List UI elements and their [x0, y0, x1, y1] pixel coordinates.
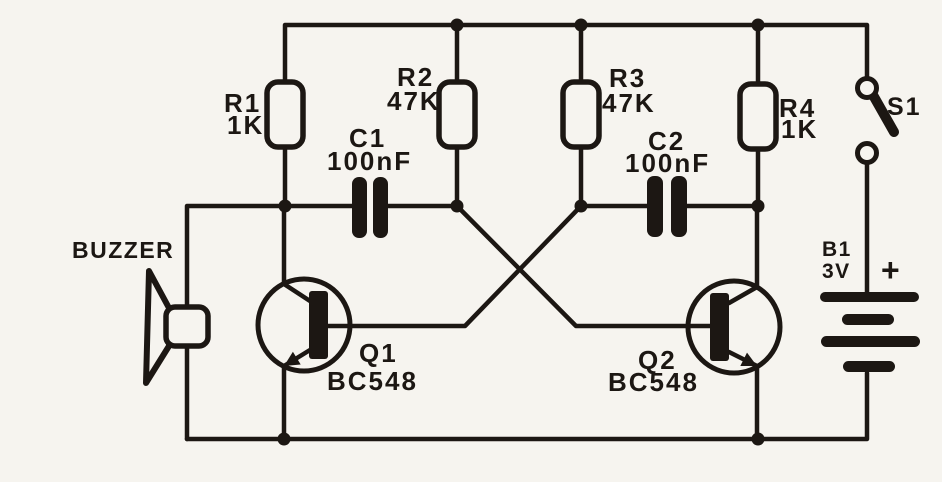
switch-s1-symbol — [855, 76, 899, 165]
r3-ref-label: R3 — [609, 63, 646, 93]
buzzer-driver — [163, 304, 211, 349]
junction-dot — [574, 199, 588, 213]
q2-ref-label: Q2 — [638, 345, 677, 375]
q1-ref-label: Q1 — [359, 338, 398, 368]
q1-value-label: BC548 — [327, 366, 418, 396]
wire-bottom-rail — [184, 370, 870, 442]
battery-b1-plate-long-1 — [820, 292, 919, 302]
wire-cross-to-q2-base — [454, 203, 714, 329]
junction-dot — [751, 199, 765, 213]
switch-s1-terminal-bottom — [855, 141, 879, 165]
c1-value-label: 100nF — [327, 146, 412, 176]
capacitor-c1-plate-right — [373, 177, 388, 238]
junction-dot — [450, 18, 464, 32]
wire-buzzer-upper — [184, 203, 288, 313]
capacitor-c2-plate-right — [671, 176, 687, 237]
resistor-r2-body — [436, 79, 478, 150]
transistor-q2-base-bar — [710, 293, 729, 361]
wire-top-rail — [282, 22, 870, 86]
r3-value-label: 47K — [602, 88, 656, 118]
r2-ref-label: R2 — [397, 62, 434, 92]
resistor-r4-body — [737, 81, 779, 152]
buzzer-symbol — [143, 268, 211, 386]
b1-ref-label: B1 — [822, 238, 852, 261]
c2-value-label: 100nF — [625, 148, 710, 178]
r4-value-label: 1K — [781, 114, 818, 144]
wire-q1-collector — [281, 203, 313, 304]
c1-ref-label: C1 — [349, 123, 386, 153]
q2-value-label: BC548 — [608, 367, 699, 397]
resistor-r1-body — [264, 79, 306, 150]
switch-s1-lever — [868, 90, 899, 137]
resistor-r3-body — [560, 79, 602, 150]
wire-q2-collector — [726, 203, 760, 306]
junction-dots — [277, 18, 765, 446]
r2-value-label: 47K — [387, 86, 441, 116]
battery-b1-plate-short-2 — [843, 361, 895, 372]
switch-s1-terminal-top — [855, 76, 879, 100]
battery-b1-plate-short-1 — [842, 314, 894, 325]
r1-value-label: 1K — [227, 110, 264, 140]
transistor-q1-base-bar — [309, 291, 328, 359]
b1-value-label: 3V — [822, 260, 851, 283]
capacitor-c2-plate-left — [647, 176, 663, 237]
wires — [184, 22, 870, 442]
transistor-q2-emitter-arrow-icon — [740, 352, 757, 366]
junction-dot — [278, 199, 292, 213]
b1-polarity-plus-icon: + — [881, 252, 902, 288]
transistor-q1-emitter-arrow-icon — [284, 351, 301, 366]
r4-ref-label: R4 — [779, 93, 816, 123]
capacitor-c1-plate-left — [352, 177, 367, 238]
junction-dot — [751, 18, 765, 32]
s1-ref-label: S1 — [887, 93, 922, 121]
battery-b1-symbol — [820, 292, 920, 372]
junction-dot — [751, 432, 765, 446]
r1-ref-label: R1 — [224, 88, 261, 118]
junction-dot — [277, 432, 291, 446]
wire-cross-to-q1-base — [325, 203, 584, 329]
junction-dot — [450, 199, 464, 213]
c2-ref-label: C2 — [648, 126, 685, 156]
junction-dot — [574, 18, 588, 32]
battery-b1-plate-long-2 — [821, 336, 920, 347]
buzzer-label: BUZZER — [72, 237, 174, 263]
